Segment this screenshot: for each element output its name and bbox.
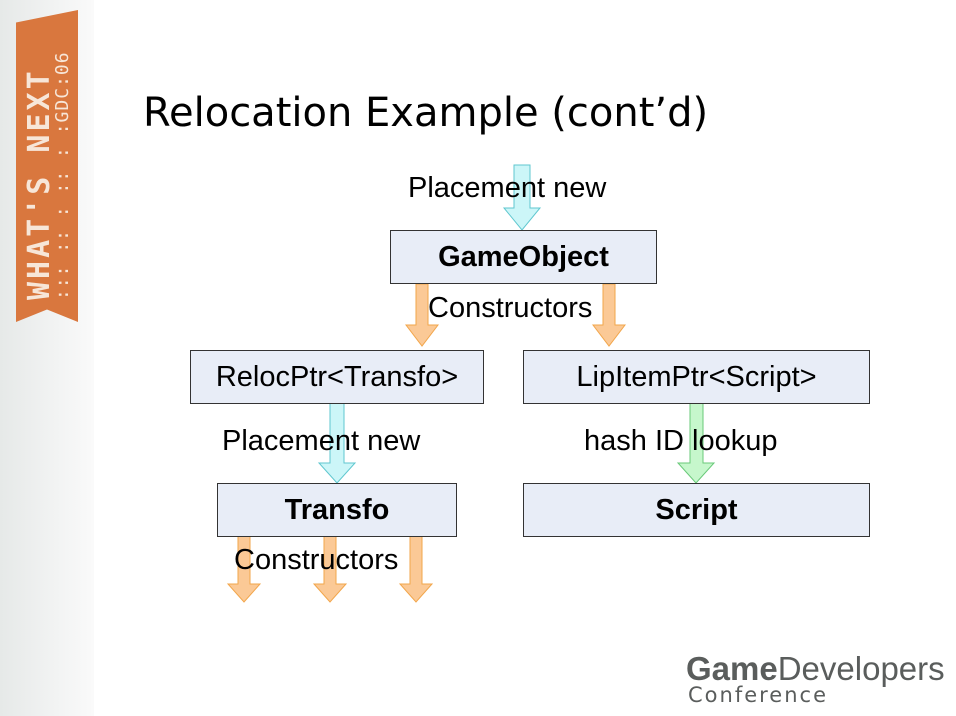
logo-bold-text: Game [686, 650, 778, 687]
label-hash-lookup: hash ID lookup [584, 425, 778, 457]
arrow-constructor-right [591, 283, 627, 347]
node-script: Script [523, 483, 870, 537]
slide-title: Relocation Example (cont’d) [143, 90, 709, 136]
node-transfo: Transfo [217, 483, 457, 537]
node-relocptr: RelocPtr<Transfo> [190, 350, 484, 404]
sidebar-decoration: WHAT'S NEXT ::: :: : :: : :GDC:06 [0, 0, 94, 716]
arrow-placement-new-top [502, 164, 542, 231]
arrow-transfo-constructor-1 [226, 535, 262, 603]
node-gameobject: GameObject [390, 230, 657, 284]
node-lipitemptr: LipItemPtr<Script> [523, 350, 870, 404]
arrow-transfo-constructor-2 [312, 535, 348, 603]
gdc-ribbon [16, 10, 78, 322]
label-placement-new-top: Placement new [408, 172, 607, 204]
label-placement-new-mid: Placement new [222, 425, 421, 457]
arrow-placement-new-mid [317, 402, 357, 484]
gdc-logo: GameDevelopers [686, 650, 945, 688]
label-constructors-bottom: Constructors [234, 544, 399, 576]
logo-conference-text: Conference [688, 683, 829, 707]
logo-rest-text: Developers [777, 650, 945, 687]
arrow-transfo-constructor-3 [398, 535, 434, 603]
arrow-hash-lookup [676, 402, 716, 484]
arrow-constructor-left [404, 283, 440, 347]
label-constructors-top: Constructors [428, 292, 593, 324]
